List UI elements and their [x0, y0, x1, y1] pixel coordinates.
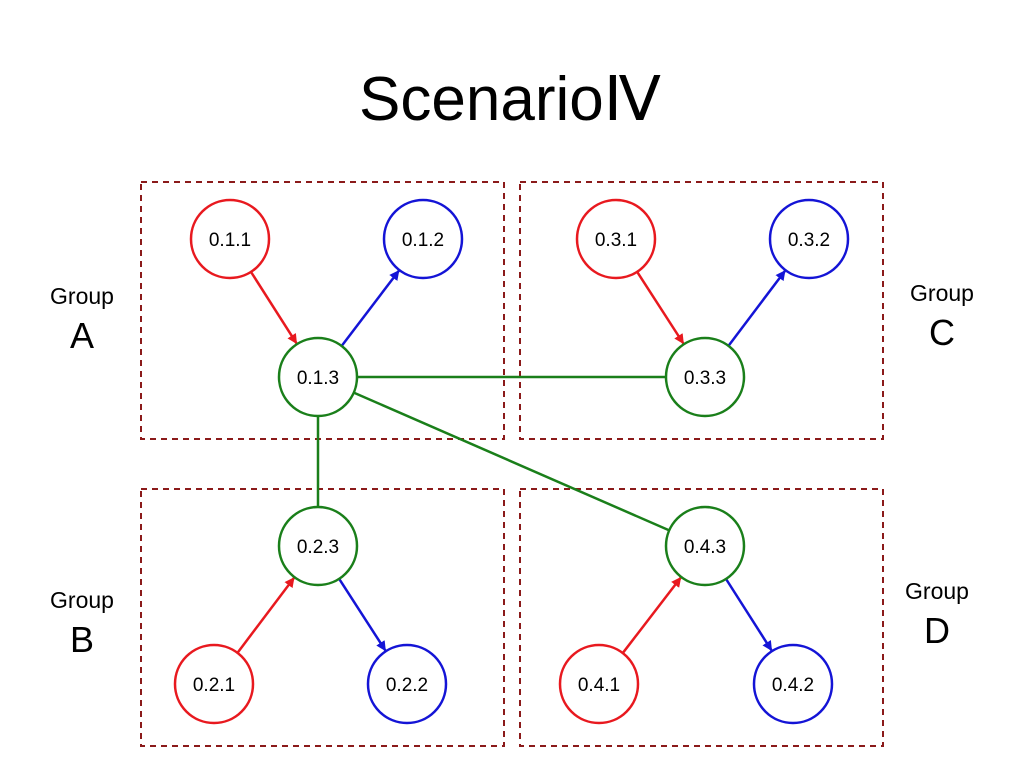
group-boxes	[140, 181, 884, 747]
edge-0.2.1-to-0.2.3	[236, 577, 295, 654]
node-0.2.3: 0.2.3	[277, 505, 359, 587]
node-circle	[752, 643, 834, 725]
edge-0.1.3-to-0.4.3	[353, 391, 670, 532]
edge-0.4.1-to-0.4.3	[621, 576, 682, 654]
node-0.1.3: 0.1.3	[277, 336, 359, 418]
group-box-a	[140, 181, 505, 440]
node-label: 0.1.1	[209, 230, 251, 251]
edge-0.3.3-to-0.3.2	[727, 270, 786, 347]
group-b-letter: B	[70, 619, 94, 660]
node-label: 0.3.2	[788, 230, 830, 251]
node-circle	[366, 643, 448, 725]
node-0.4.1: 0.4.1	[558, 643, 640, 725]
group-c-letter: C	[929, 312, 955, 353]
node-label: 0.2.2	[386, 675, 428, 696]
group-box-c	[519, 181, 884, 440]
node-label: 0.3.1	[595, 230, 637, 251]
node-0.3.3: 0.3.3	[664, 336, 746, 418]
group-d-letter: D	[924, 610, 950, 651]
edge-0.1.1-to-0.1.3	[249, 271, 298, 345]
node-0.3.2: 0.3.2	[768, 198, 850, 280]
node-circle	[664, 336, 746, 418]
node-label: 0.4.3	[684, 537, 726, 558]
node-0.1.2: 0.1.2	[382, 198, 464, 280]
node-0.2.2: 0.2.2	[366, 643, 448, 725]
edge-0.1.3-to-0.1.2	[340, 270, 400, 347]
node-0.4.2: 0.4.2	[752, 643, 834, 725]
node-label: 0.4.2	[772, 675, 814, 696]
group-d-word: Group	[905, 578, 969, 604]
node-0.4.3: 0.4.3	[664, 505, 746, 587]
node-circle	[277, 505, 359, 587]
node-0.2.1: 0.2.1	[173, 643, 255, 725]
node-circle	[575, 198, 657, 280]
node-circle	[768, 198, 850, 280]
node-circle	[277, 336, 359, 418]
node-0.3.1: 0.3.1	[575, 198, 657, 280]
diagram-title: ScenarioⅣ	[359, 65, 661, 134]
node-circle	[382, 198, 464, 280]
node-0.1.1: 0.1.1	[189, 198, 271, 280]
nodes-layer: 0.1.1 0.1.2 0.1.3 0.2.1 0.2.2 0.2.3 0.3.1 0.3.2…	[173, 198, 850, 725]
node-label: 0.2.1	[193, 675, 235, 696]
edge-0.2.3-to-0.2.2	[338, 578, 387, 652]
node-circle	[189, 198, 271, 280]
node-label: 0.1.2	[402, 230, 444, 251]
group-c-word: Group	[910, 280, 974, 306]
edges-layer	[236, 270, 786, 654]
node-label: 0.1.3	[297, 368, 339, 389]
node-circle	[173, 643, 255, 725]
node-label: 0.3.3	[684, 368, 726, 389]
node-label: 0.2.3	[297, 537, 339, 558]
group-box-b	[140, 488, 505, 747]
edge-0.3.1-to-0.3.3	[636, 271, 685, 345]
node-circle	[558, 643, 640, 725]
group-b-word: Group	[50, 587, 114, 613]
group-a-word: Group	[50, 283, 114, 309]
group-labels: Group A Group B Group C Group D	[50, 280, 974, 660]
edge-0.4.3-to-0.4.2	[724, 578, 773, 652]
node-label: 0.4.1	[578, 675, 620, 696]
group-a-letter: A	[70, 315, 94, 356]
group-box-d	[519, 488, 884, 747]
node-circle	[664, 505, 746, 587]
